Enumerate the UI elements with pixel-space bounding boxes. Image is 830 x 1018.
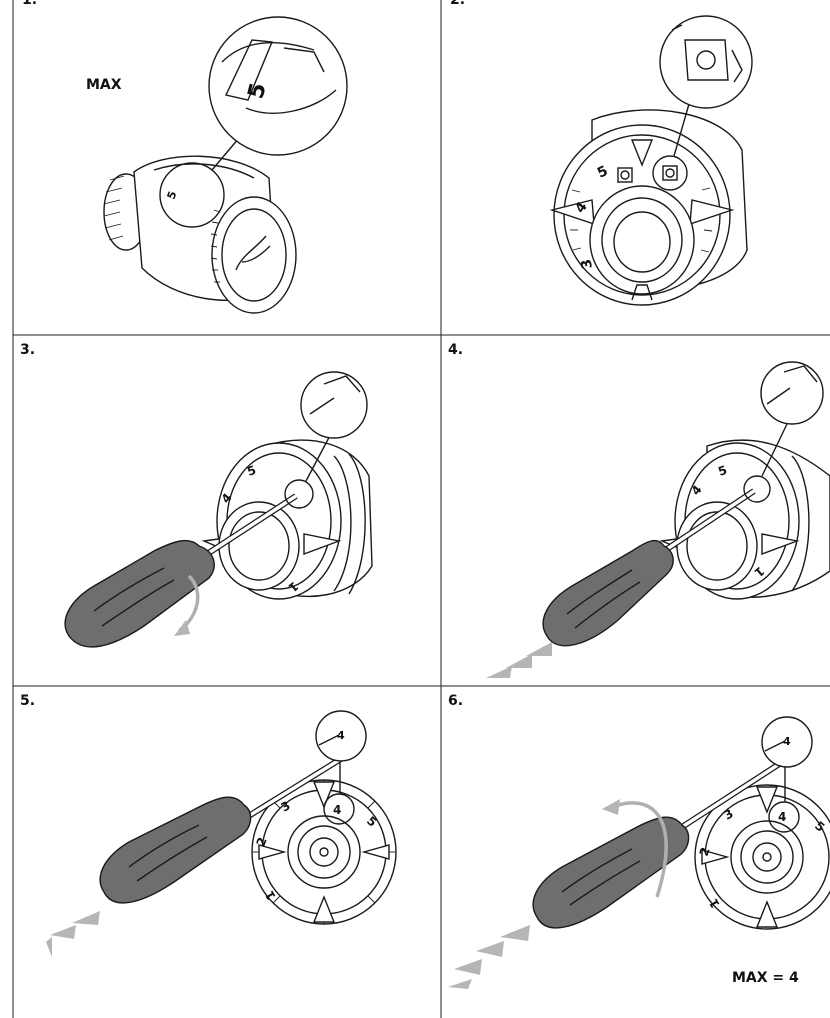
screwdriver-loosen-illustration: 5 4 1 xyxy=(64,371,373,648)
set-max-illustration: 3 2 1 5 4 4 xyxy=(46,710,397,957)
lock-max-illustration: 3 2 1 5 4 4 xyxy=(448,716,830,989)
step-number: 5. xyxy=(20,693,36,709)
dial-number-4: 4 xyxy=(778,810,786,824)
zoom-dial-number-4: 4 xyxy=(783,735,791,748)
panel-step-5: 5. 3 2 1 5 4 xyxy=(14,687,441,1018)
dial-number-5: 5 xyxy=(165,189,180,201)
step-number: 6. xyxy=(448,693,464,709)
step-number: 3. xyxy=(20,342,36,358)
panel-step-3: 3. 5 4 1 xyxy=(14,336,441,686)
panel-step-1: 1. MAX xyxy=(14,0,441,335)
max-label: MAX xyxy=(86,77,122,93)
zoom-dial-number-5: 5 xyxy=(244,80,272,101)
screwdriver-push-illustration: 5 4 1 xyxy=(486,361,830,678)
max-equals-label: MAX = 4 xyxy=(732,970,799,986)
panel-step-2: 2. 5 4 3 xyxy=(442,0,830,335)
zoom-dial-number-4: 4 xyxy=(337,729,345,742)
step-number: 1. xyxy=(22,0,38,8)
step-number: 4. xyxy=(448,342,464,358)
thermostat-head-illustration: 5 5 xyxy=(103,16,348,314)
thermostat-back-illustration: 5 4 3 xyxy=(549,15,753,306)
dial-number-4: 4 xyxy=(333,803,341,817)
dial-number-3: 3 xyxy=(578,258,595,270)
panel-step-6: 6. MAX = 4 3 2 1 5 4 xyxy=(442,687,830,1018)
step-number: 2. xyxy=(450,0,466,8)
panel-step-4: 4. 5 4 1 xyxy=(442,336,830,686)
